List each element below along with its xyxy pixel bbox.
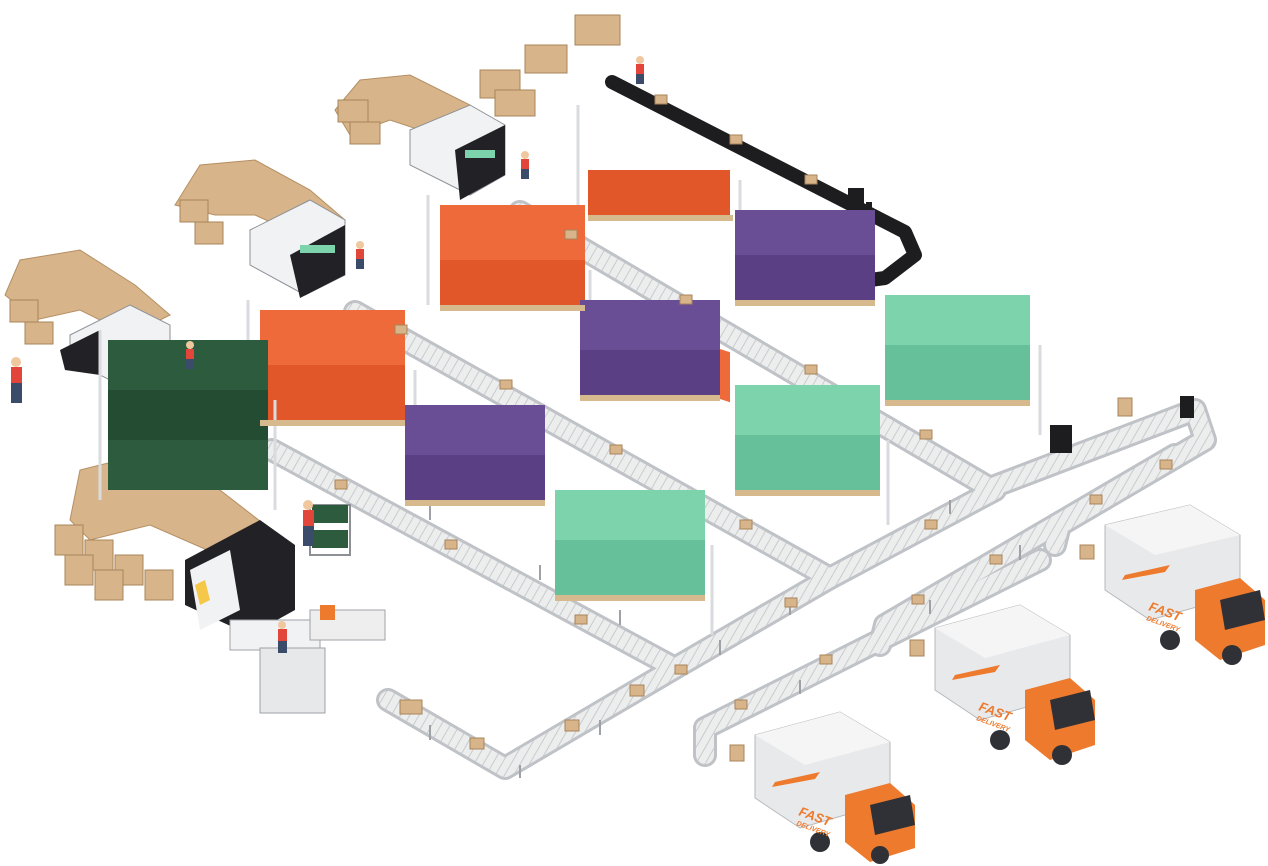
worker-icon bbox=[186, 341, 194, 369]
rack-mint-top bbox=[885, 295, 1042, 435]
packaging-machine-2 bbox=[174, 159, 346, 298]
worker-icon bbox=[521, 151, 529, 179]
rack-orange-middle bbox=[426, 195, 592, 355]
pallets bbox=[260, 215, 1030, 601]
worker-icon bbox=[303, 500, 314, 546]
delivery-truck-1: FAST DELIVERY bbox=[1104, 504, 1265, 665]
cardboard-box-stacks bbox=[9, 14, 621, 601]
delivery-truck-2: FAST DELIVERY bbox=[934, 604, 1095, 765]
packing-workstation bbox=[229, 605, 386, 714]
rack-purple-front bbox=[405, 405, 545, 500]
rack-purple-middle bbox=[580, 300, 720, 395]
boxes-on-conveyors bbox=[334, 94, 1173, 762]
rack-darkgreen bbox=[98, 330, 277, 510]
rack-orange-front bbox=[246, 300, 417, 460]
rack-mint-front bbox=[555, 490, 714, 635]
worker-icon bbox=[278, 621, 287, 653]
cart bbox=[309, 504, 351, 556]
scanner-gates bbox=[1050, 396, 1194, 453]
worker-icon bbox=[11, 357, 22, 403]
worker-icon bbox=[636, 56, 644, 84]
worker-icon bbox=[356, 241, 364, 269]
rack-mint-middle bbox=[735, 385, 890, 525]
workers bbox=[11, 56, 644, 653]
rack-purple-top bbox=[735, 210, 875, 300]
delivery-truck-3: FAST DELIVERY bbox=[754, 711, 915, 864]
